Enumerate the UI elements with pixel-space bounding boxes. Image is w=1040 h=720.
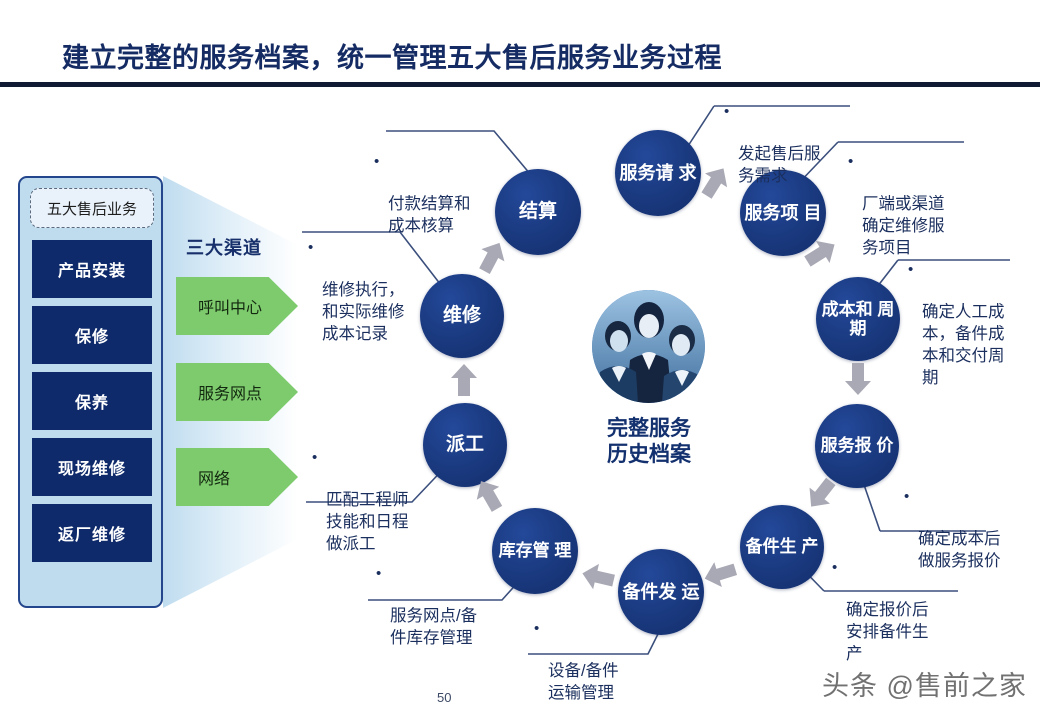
callout-service-quote: • 确定成本后 做服务报价: [904, 488, 1001, 570]
callout-parts-production: • 确定报价后 安排备件生 产: [832, 559, 929, 663]
bullet-icon: •: [832, 559, 838, 576]
flow-arrow-7: [468, 473, 511, 517]
node-parts-production[interactable]: 备件生 产: [740, 505, 824, 589]
flow-arrow-5: [699, 555, 740, 594]
node-service-quote[interactable]: 服务报 价: [815, 404, 899, 488]
bullet-icon: •: [908, 261, 914, 278]
bullet-icon: •: [374, 153, 380, 170]
center-photo: [592, 290, 705, 403]
biz-item-warranty[interactable]: 保修: [32, 306, 152, 364]
flow-arrow-2: [799, 231, 844, 274]
node-service-item[interactable]: 服务项 目: [740, 170, 826, 256]
node-service-request[interactable]: 服务请 求: [615, 130, 701, 216]
five-services-panel: 五大售后业务 产品安装 保修 保养 现场维修 返厂维修: [18, 176, 163, 608]
callout-repair: • 维修执行， 和实际维修 成本记录: [308, 239, 405, 343]
channels-title: 三大渠道: [186, 238, 262, 258]
callout-settlement: • 付款结算和 成本核算: [374, 153, 471, 235]
node-dispatch[interactable]: 派工: [423, 403, 507, 487]
channel-network[interactable]: 网络: [176, 448, 298, 506]
center-caption-line1: 完整服务: [607, 417, 691, 440]
bullet-icon: •: [848, 153, 854, 170]
callout-dispatch: • 匹配工程师 技能和日程 做派工: [312, 449, 409, 553]
callout-service-request: • 发起售后服 务需求: [724, 103, 821, 185]
node-cost-cycle[interactable]: 成本和 周期: [816, 277, 900, 361]
flow-arrow-8: [449, 363, 479, 397]
callout-inventory: • 服务网点/备 件库存管理: [376, 565, 478, 647]
channel-service-site[interactable]: 服务网点: [176, 363, 298, 421]
flow-arrow-9: [471, 235, 513, 279]
biz-item-maintenance[interactable]: 保养: [32, 372, 152, 430]
bullet-icon: •: [724, 103, 730, 120]
watermark: 头条 @售前之家: [822, 671, 1027, 701]
callout-service-item: • 厂端或渠道 确定维修服 务项目: [848, 153, 945, 257]
page-title: 建立完整的服务档案，统一管理五大售后服务业务过程: [62, 43, 722, 73]
callout-cost-cycle: • 确定人工成 本，备件成 本和交付周 期: [908, 261, 1005, 387]
node-repair[interactable]: 维修: [420, 274, 504, 358]
flow-arrow-1: [693, 160, 736, 205]
node-settlement[interactable]: 结算: [495, 169, 581, 255]
five-services-panel-header: 五大售后业务: [30, 188, 154, 228]
node-inventory-mgmt[interactable]: 库存管 理: [492, 508, 578, 594]
flow-arrow-3: [843, 362, 873, 396]
biz-item-onsite-repair[interactable]: 现场维修: [32, 438, 152, 496]
bullet-icon: •: [376, 565, 382, 582]
flow-arrow-4: [799, 471, 844, 516]
channel-call-center[interactable]: 呼叫中心: [176, 277, 298, 335]
center-caption-line2: 历史档案: [607, 443, 691, 467]
bullet-icon: •: [308, 239, 314, 256]
node-parts-shipping[interactable]: 备件发 运: [618, 549, 704, 635]
center-caption: 完整服务 历史档案: [578, 416, 720, 469]
biz-item-product-install[interactable]: 产品安装: [32, 240, 152, 298]
bullet-icon: •: [904, 488, 910, 505]
callout-parts-shipping: • 设备/备件 运输管理: [534, 620, 619, 702]
title-divider: [0, 82, 1040, 87]
bullet-icon: •: [534, 620, 540, 637]
biz-item-factory-repair[interactable]: 返厂维修: [32, 504, 152, 562]
page-number: 50: [437, 690, 452, 705]
bullet-icon: •: [312, 449, 318, 466]
flow-arrow-6: [578, 559, 618, 596]
